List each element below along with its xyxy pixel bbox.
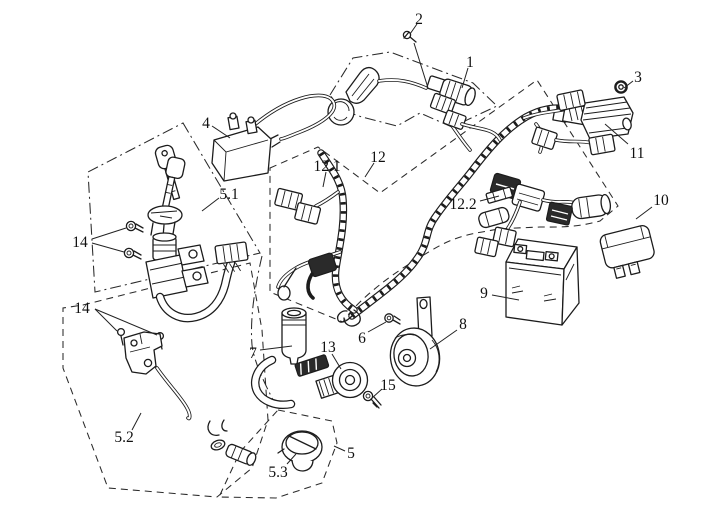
- leader-line-5.3: [286, 453, 297, 465]
- main-wire-harness: [336, 89, 616, 323]
- horn: [389, 296, 441, 387]
- part-label-5.2: 5.2: [114, 429, 133, 446]
- boundary-ignition-switch-group: [87, 122, 261, 293]
- sub-wire-harness: [274, 149, 361, 327]
- lock-cylinder: [152, 232, 177, 261]
- leader-line-12.2: [479, 195, 500, 202]
- part-label-3: 3: [634, 69, 642, 86]
- leader-line-5.2: [131, 412, 142, 431]
- fuse-holder: [478, 206, 510, 229]
- leader-line-4: [211, 125, 231, 139]
- leader-line-14: [91, 242, 125, 253]
- ignition-switch-assembly: [145, 144, 249, 323]
- leader-line-1: [461, 67, 469, 89]
- screw-6: [384, 313, 401, 325]
- part-label-1: 1: [466, 54, 474, 71]
- part-label-4: 4: [202, 115, 210, 132]
- leader-line-2: [413, 42, 429, 89]
- leader-line-3: [623, 80, 634, 89]
- switch-body: [145, 244, 209, 299]
- bolt-15: [362, 390, 382, 409]
- part-label-14: 14: [74, 300, 90, 317]
- switch-bezel: [147, 205, 183, 238]
- leader-line-13: [331, 353, 342, 370]
- bolts-14-upper: [123, 220, 144, 260]
- leader-line-10: [635, 206, 653, 220]
- leader-line-9: [491, 294, 520, 301]
- fuse-12-2: [485, 186, 513, 204]
- boundary-harness-group: [269, 79, 619, 323]
- part-label-5.1: 5.1: [219, 186, 238, 203]
- part-label-5.3: 5.3: [268, 464, 288, 481]
- sensor-13: [251, 354, 369, 409]
- part-label-15: 15: [380, 377, 396, 394]
- part-label-12: 12: [370, 149, 386, 166]
- leader-line-11: [604, 123, 629, 145]
- part-label-6: 6: [358, 330, 366, 347]
- part-label-5: 5: [347, 445, 355, 462]
- fuel-filler-cap: [277, 430, 323, 472]
- part-label-9: 9: [480, 285, 488, 302]
- battery: [505, 238, 580, 326]
- boundary-seat-lock-group: [62, 262, 269, 498]
- part-label-2: 2: [415, 11, 423, 28]
- part-label-10: 10: [653, 192, 669, 209]
- leader-line-15: [371, 388, 383, 399]
- relay: [599, 225, 655, 279]
- spark-plug-cap-assembly: [327, 66, 476, 126]
- screw-2: [402, 30, 417, 43]
- keys: [154, 144, 186, 208]
- leader-line-14: [94, 308, 118, 332]
- grommet-3: [614, 80, 628, 94]
- leader-line-8: [429, 329, 458, 350]
- switch-connector: [214, 241, 249, 273]
- part-label-12.1: 12.1: [313, 158, 340, 175]
- part-label-8: 8: [459, 316, 467, 333]
- leader-line-5.1: [201, 197, 220, 212]
- leader-line-12: [364, 162, 375, 178]
- part-label-14: 14: [72, 234, 88, 251]
- leader-line-14: [91, 227, 127, 240]
- ignition-coil: [211, 93, 337, 182]
- leader-line-6: [367, 321, 387, 333]
- leader-line-14: [94, 308, 158, 336]
- condenser: [281, 307, 307, 365]
- part-label-11: 11: [630, 145, 645, 162]
- part-label-7: 7: [249, 345, 257, 362]
- leader-line-12.1: [322, 171, 327, 188]
- coil-terminals: [227, 112, 258, 135]
- part-label-12.2: 12.2: [449, 196, 476, 213]
- leader-line-7: [259, 345, 293, 351]
- leader-line-2: [409, 23, 418, 35]
- part-label-13: 13: [320, 339, 336, 356]
- seat-lock-assembly: [116, 327, 257, 466]
- leader-line-5: [333, 445, 346, 452]
